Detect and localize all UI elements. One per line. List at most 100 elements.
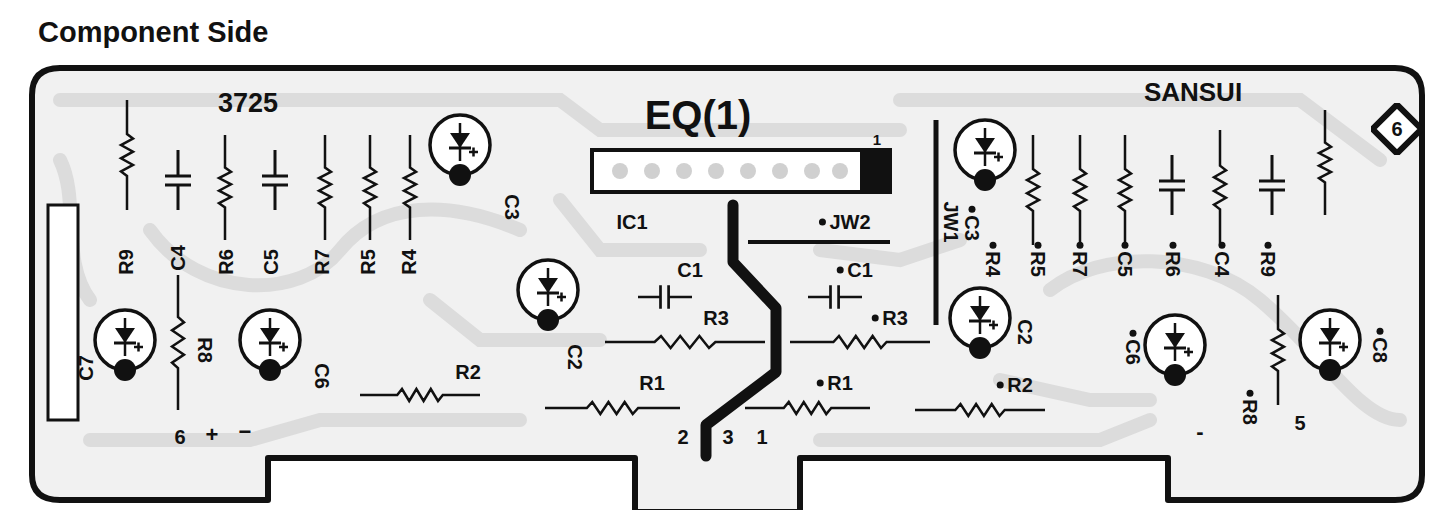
part-label: R6 (1163, 251, 1183, 277)
resistor-symbol (1319, 110, 1331, 215)
part-label: 1 (756, 427, 767, 447)
pad-dot (1170, 242, 1177, 249)
part-label: - (1196, 421, 1203, 443)
resistor-symbol (360, 389, 480, 401)
part-label: R7 (312, 249, 332, 275)
part-label: 6 (174, 427, 185, 447)
ic-package (772, 163, 788, 179)
part-label: R8 (1240, 399, 1260, 425)
copper-trace (90, 420, 520, 440)
electrolytic-capacitor-symbol (240, 310, 300, 381)
callout-diamond: 6 (1371, 103, 1423, 155)
resistor-symbol (219, 135, 231, 240)
part-label: 3 (722, 427, 733, 447)
capacitor-symbol (1259, 155, 1285, 215)
part-label: C4 (1212, 251, 1232, 277)
pad-dot (872, 315, 879, 322)
ic-package (644, 163, 660, 179)
ic-package (612, 163, 848, 179)
resistor-symbol (1119, 135, 1131, 245)
resistor-symbol (745, 402, 870, 414)
jumper-wire (706, 120, 936, 456)
copper-trace (60, 100, 1400, 440)
pad-dot (990, 242, 997, 249)
edge-connector (48, 205, 78, 420)
resistor-symbol (915, 404, 1045, 416)
pad-dot (1377, 328, 1384, 335)
pad-dot (997, 382, 1004, 389)
board-outline (32, 68, 1422, 510)
ic-package (592, 150, 890, 192)
electrolytic-capacitor-symbol (1300, 310, 1360, 381)
part-label: 5 (1294, 413, 1305, 433)
electrolytic-capacitor-symbol (95, 115, 1360, 386)
part-label: R2 (1007, 375, 1033, 395)
resistor-symbol (121, 100, 1331, 416)
capacitor-symbol (638, 285, 692, 308)
part-label: R6 (216, 249, 236, 275)
part-label: R3 (703, 308, 729, 328)
part-label: − (239, 421, 252, 443)
pad-dot (837, 267, 844, 274)
pad-dot (1265, 242, 1272, 249)
part-label: R8 (195, 337, 215, 363)
resistor-symbol (172, 275, 184, 410)
part-label: C6 (312, 363, 332, 389)
ic-package (708, 163, 724, 179)
resistor-symbol (1027, 135, 1039, 245)
ic-package (804, 163, 820, 179)
part-label: 3725 (218, 90, 278, 117)
part-label: R7 (1070, 251, 1090, 277)
part-label: R4 (399, 249, 419, 275)
pad-dot (817, 380, 824, 387)
ic-package (860, 152, 890, 190)
part-label: SANSUI (1144, 79, 1242, 105)
electrolytic-capacitor-symbol (518, 260, 578, 331)
part-label: 2 (677, 427, 688, 447)
ic-package (676, 163, 692, 179)
part-label: R4 (983, 251, 1003, 277)
part-label: JW1 (941, 201, 961, 242)
jumper-wire (748, 240, 890, 244)
resistor-symbol (1074, 135, 1086, 245)
resistor-symbol (1214, 130, 1226, 245)
part-label: EQ(1) (645, 95, 752, 135)
part-label: C2 (1015, 319, 1035, 345)
part-label: C6 (1123, 339, 1143, 365)
board (32, 68, 1422, 510)
capacitor-symbol (165, 150, 1285, 309)
part-label: R1 (639, 373, 665, 393)
capacitor-symbol (262, 150, 288, 210)
pad-dot (1130, 330, 1137, 337)
part-label: C3 (502, 194, 522, 220)
capacitor-symbol (808, 285, 862, 308)
jumper-wire (934, 120, 939, 325)
part-label: R1 (827, 373, 853, 393)
copper-trace (150, 210, 520, 286)
resistor-symbol (605, 336, 765, 348)
part-label: + (206, 424, 219, 446)
part-label: C5 (261, 249, 281, 275)
resistor-symbol (364, 135, 376, 240)
capacitor-symbol (165, 150, 191, 210)
part-label: R5 (1028, 251, 1048, 277)
ic-package (832, 163, 848, 179)
resistor-symbol (1272, 295, 1284, 405)
part-label: C4 (168, 245, 188, 271)
part-label: C7 (76, 355, 96, 381)
part-label: R9 (116, 249, 136, 275)
pad-dot (1035, 242, 1042, 249)
part-label: C1 (677, 260, 703, 280)
part-label: C2 (565, 344, 585, 370)
pad-dot (969, 206, 976, 213)
part-label: R9 (1258, 251, 1278, 277)
electrolytic-capacitor-symbol (950, 288, 1010, 359)
callout-number: 6 (1371, 103, 1423, 155)
part-label: 1 (873, 132, 881, 147)
electrolytic-capacitor-symbol (430, 115, 490, 186)
capacitor-symbol (1159, 155, 1185, 215)
resistor-symbol (121, 100, 133, 210)
copper-trace (560, 200, 700, 250)
resistor-symbol (790, 336, 930, 348)
